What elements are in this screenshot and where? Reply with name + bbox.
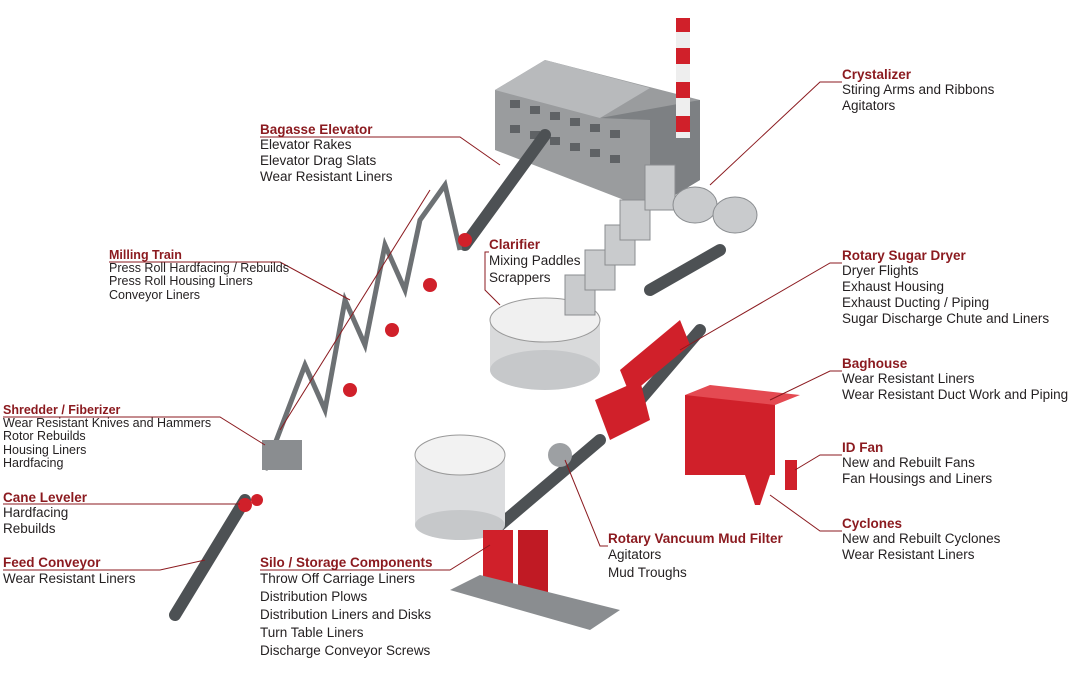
callout-item: Elevator Rakes	[260, 137, 352, 152]
callout-item: Throw Off Carriage Liners	[260, 571, 416, 586]
callout-item: Wear Resistant Duct Work and Piping	[842, 387, 1069, 402]
callout-item: New and Rebuilt Cyclones	[842, 531, 1001, 546]
rotary-sugar-dryer	[595, 320, 690, 440]
callout-item: Press Roll Hardfacing / Rebuilds	[109, 261, 289, 275]
callout-item: Wear Resistant Liners	[842, 371, 975, 386]
callout-title: Rotary Sugar Dryer	[842, 248, 966, 263]
storage-tank	[414, 434, 506, 540]
callout-title: Rotary Vancuum Mud Filter	[608, 531, 783, 546]
callout-title: Feed Conveyor	[3, 555, 101, 570]
callout-title: Clarifier	[489, 237, 541, 252]
callout-item: Exhaust Ducting / Piping	[842, 295, 990, 310]
shredder	[262, 440, 302, 470]
clarifier-tank	[489, 297, 601, 390]
callout-item: Distribution Plows	[260, 589, 368, 604]
callout-item: Wear Resistant Liners	[3, 571, 136, 586]
callout-item: Scrappers	[489, 270, 551, 285]
callout-item: Hardfacing	[3, 505, 69, 520]
baghouse	[685, 385, 800, 505]
callout-title: Crystalizer	[842, 67, 912, 82]
callout-title: Cyclones	[842, 516, 903, 531]
callout-item: Dryer Flights	[842, 263, 919, 278]
chimney	[676, 18, 690, 138]
leader-lines	[3, 81, 842, 571]
callout-item: Rebuilds	[3, 521, 56, 536]
callout-item: Exhaust Housing	[842, 279, 945, 294]
callout-item: Fan Housings and Liners	[842, 471, 993, 486]
callout-item: Distribution Liners and Disks	[260, 607, 432, 622]
mud-filter	[548, 443, 572, 467]
callout-item: Sugar Discharge Chute and Liners	[842, 311, 1050, 326]
callout-item: Conveyor Liners	[109, 287, 201, 302]
silo	[450, 530, 620, 630]
callout-item: Agitators	[608, 547, 662, 562]
callout-title: Milling Train	[109, 248, 182, 262]
callout-item: Elevator Drag Slats	[260, 153, 377, 168]
callout-title: Cane Leveler	[3, 490, 88, 505]
callout-title: ID Fan	[842, 440, 884, 455]
callout-item: Wear Resistant Liners	[260, 169, 393, 184]
conveyors	[169, 129, 726, 621]
callout-item: Mud Troughs	[608, 565, 687, 580]
crystalizer-tanks	[564, 164, 758, 316]
mill-rolls	[238, 233, 472, 512]
callout-item: Wear Resistant Liners	[842, 547, 975, 562]
callout-title: Shredder / Fiberizer	[3, 403, 121, 417]
callout-title: Baghouse	[842, 356, 908, 371]
callout-title: Silo / Storage Components	[260, 555, 433, 570]
callout-item: Rotor Rebuilds	[3, 429, 86, 444]
callout-item: Discharge Conveyor Screws	[260, 643, 431, 658]
callout-item: Hardfacing	[3, 455, 64, 470]
callout-item: Housing Liners	[3, 442, 87, 457]
callout-item: Mixing Paddles	[489, 253, 581, 268]
callout-item: Turn Table Liners	[260, 625, 364, 640]
milling-conveyors	[262, 179, 463, 471]
callout-item: Wear Resistant Knives and Hammers	[3, 416, 212, 430]
callout-item: New and Rebuilt Fans	[842, 455, 975, 470]
callout-item: Agitators	[842, 98, 896, 113]
callout-item: Press Roll Housing Liners	[109, 274, 253, 289]
callout-title: Bagasse Elevator	[260, 122, 373, 137]
callout-item: Stiring Arms and Ribbons	[842, 82, 995, 97]
